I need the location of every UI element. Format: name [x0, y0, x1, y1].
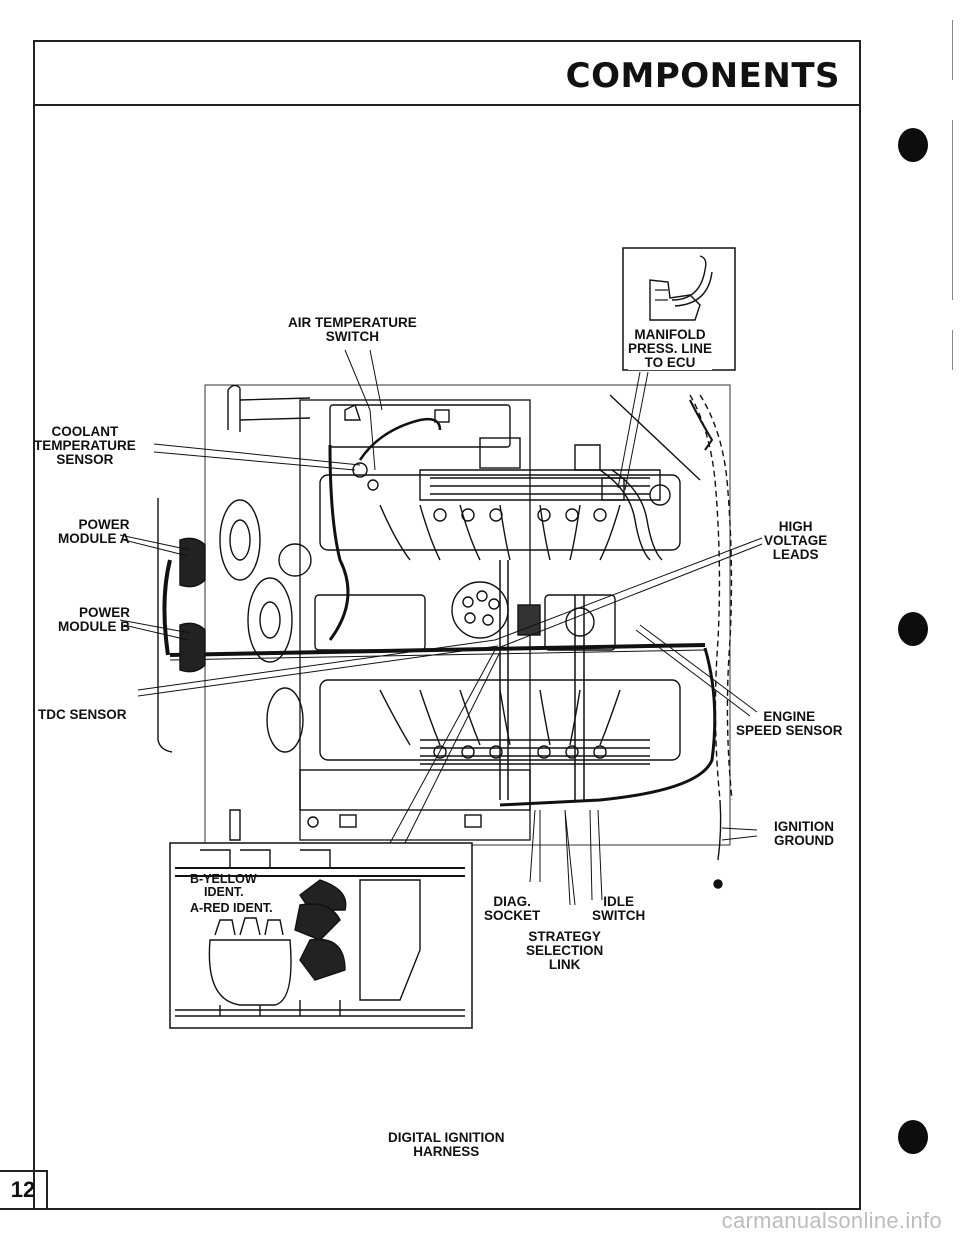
label-coolant-temperature-sensor: COOLANT TEMPERATURE SENSOR — [34, 424, 136, 467]
label-air-temperature-switch: AIR TEMPERATURE SWITCH — [288, 315, 417, 344]
margin-bullet-2 — [898, 612, 928, 646]
label-manifold-press-line: MANIFOLD PRESS. LINE TO ECU — [628, 327, 713, 370]
label-engine-speed-sensor: ENGINE SPEED SENSOR — [736, 709, 843, 738]
page-frame — [33, 40, 861, 1210]
header-rule — [33, 104, 861, 106]
binding-edge-mark — [952, 330, 953, 370]
page-number-box: 12 — [0, 1170, 48, 1210]
label-tdc-sensor: TDC SENSOR — [38, 707, 127, 722]
label-b-yellow-ident: B-YELLOW IDENT. — [190, 872, 257, 899]
label-strategy-selection-link: STRATEGY SELECTION LINK — [526, 929, 604, 972]
label-idle-switch: IDLE SWITCH — [592, 894, 646, 923]
margin-bullet-1 — [898, 128, 928, 162]
page-title: COMPONENTS — [565, 56, 840, 96]
margin-bullet-3 — [898, 1120, 928, 1154]
label-ignition-ground: IGNITION GROUND — [774, 819, 834, 848]
label-power-module-b: POWER MODULE B — [58, 605, 130, 634]
page-number: 12 — [10, 1177, 36, 1202]
figure-caption: DIGITAL IGNITION HARNESS — [388, 1130, 505, 1159]
binding-edge-mark — [952, 120, 953, 300]
label-power-module-a: POWER MODULE A — [58, 517, 130, 546]
label-high-voltage-leads: HIGH VOLTAGE LEADS — [764, 519, 828, 562]
label-a-red-ident: A-RED IDENT. — [190, 901, 273, 915]
label-diag-socket: DIAG. SOCKET — [484, 894, 541, 923]
binding-edge-mark — [952, 20, 953, 80]
watermark-text: carmanualsonline.info — [721, 1208, 942, 1233]
